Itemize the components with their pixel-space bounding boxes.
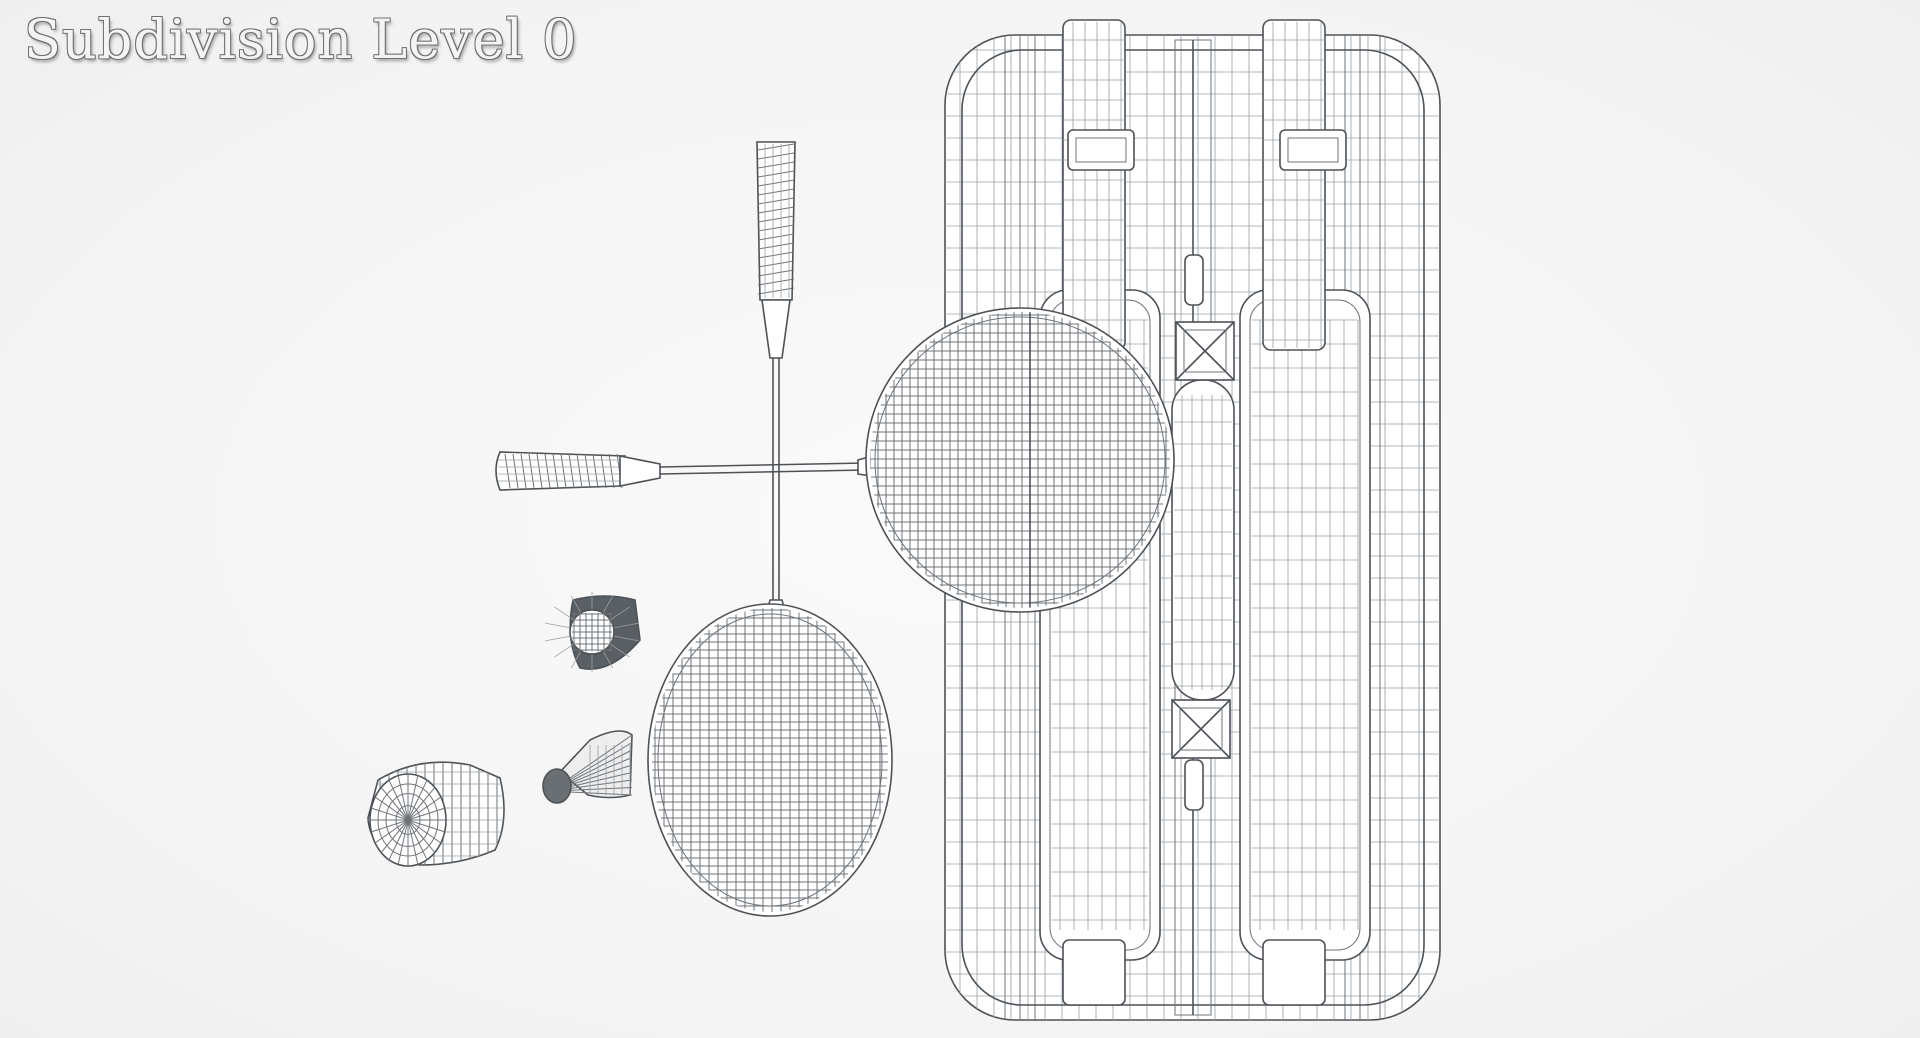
tube-cap-edge <box>407 819 419 865</box>
grip-wrap <box>757 233 795 241</box>
shuttlecock-tube[interactable] <box>365 750 510 870</box>
tube-cap-edge <box>371 807 409 821</box>
grip-wrap <box>757 143 795 151</box>
tube-cap-edge <box>388 819 409 861</box>
tube-cap-edge <box>374 819 409 844</box>
shuttlecock-front[interactable] <box>545 592 641 672</box>
grip-wrap <box>757 269 795 277</box>
tube-cap-edge <box>407 819 428 861</box>
grip-wrap <box>757 215 795 223</box>
grip-wrap <box>757 242 795 250</box>
tube-cap-ring <box>377 783 439 857</box>
tube-cap-edge <box>407 787 436 821</box>
tube-cap-edge <box>407 819 436 853</box>
grip-wrap <box>757 251 795 259</box>
shuttlecock-side[interactable] <box>542 730 633 804</box>
grip-wrap <box>757 224 795 232</box>
tube-cap-edge <box>374 796 409 821</box>
tube-cap-ring <box>395 805 421 835</box>
tube-cap-edge <box>371 819 409 833</box>
racket-horizontal[interactable] <box>495 305 1175 615</box>
badminton-bag[interactable] <box>944 19 1441 1021</box>
tube-cap-edge <box>397 775 409 821</box>
grip-wrap <box>757 278 795 286</box>
grip-wrap <box>757 287 795 295</box>
grip-wrap <box>757 260 795 268</box>
tube-cap-edge <box>388 779 409 821</box>
tube-cap-edge <box>407 819 445 833</box>
racket-upright[interactable] <box>645 141 895 920</box>
tube-cap-edge <box>407 779 428 821</box>
grip-wrap <box>757 161 795 169</box>
tube-cap-edge <box>407 796 442 821</box>
grip-wrap <box>757 152 795 160</box>
grip-wrap <box>757 197 795 205</box>
tube-cap-edge <box>407 819 442 844</box>
tube-cap-edge <box>380 787 409 821</box>
tube-cap-edge <box>407 807 445 821</box>
tube-cap-edge <box>397 819 409 865</box>
tube-cap-ring <box>385 793 431 847</box>
feather-edge <box>569 734 633 779</box>
grip-wrap <box>757 206 795 214</box>
tube-cap-edge <box>407 775 419 821</box>
grip-wrap <box>757 188 795 196</box>
grip-wrap <box>757 170 795 178</box>
grip-wrap <box>757 179 795 187</box>
subdivision-level-label: Subdivision Level 0 <box>24 8 578 71</box>
tube-cap-edge <box>380 819 409 853</box>
